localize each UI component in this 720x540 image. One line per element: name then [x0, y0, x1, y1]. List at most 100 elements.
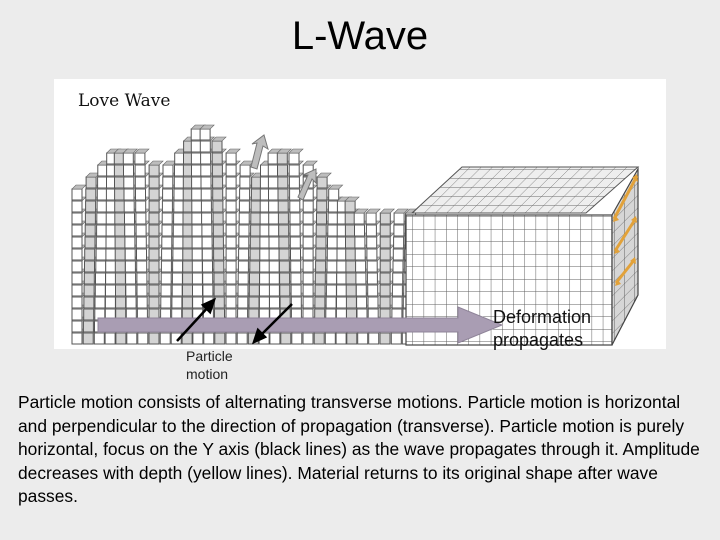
deformed-block	[290, 272, 302, 285]
deformed-block	[173, 200, 185, 213]
deformed-block	[123, 188, 135, 201]
deformed-block	[83, 308, 95, 321]
deformed-block	[162, 164, 174, 177]
deformed-block-top	[122, 148, 139, 154]
deformed-block	[136, 248, 147, 261]
deformed-block	[225, 164, 237, 177]
deformed-block	[212, 224, 224, 237]
deformed-block	[160, 284, 172, 297]
deformed-block	[212, 188, 224, 201]
deformed-block	[355, 260, 367, 273]
deformed-block	[213, 284, 225, 297]
deformed-block	[392, 272, 404, 285]
deformed-block	[182, 248, 194, 261]
deformed-block	[354, 236, 366, 249]
deformed-block	[71, 284, 83, 297]
deformed-block	[239, 164, 251, 177]
deformed-block	[288, 164, 300, 177]
deformed-block	[96, 212, 108, 225]
deformed-block	[134, 152, 146, 165]
deformed-block	[315, 260, 327, 273]
deformed-block	[346, 332, 358, 345]
deformed-block	[71, 236, 83, 249]
deformed-block	[114, 224, 126, 237]
deformed-block	[200, 164, 212, 177]
deformed-block	[327, 224, 339, 237]
deformed-block	[135, 224, 147, 237]
deformed-block	[249, 236, 261, 249]
deformed-block	[314, 272, 326, 285]
deformed-block	[379, 272, 391, 285]
deformed-block	[302, 200, 314, 213]
deformed-block	[71, 296, 83, 309]
deformed-block	[336, 260, 348, 273]
deformed-block	[161, 224, 173, 237]
deformed-block	[71, 188, 83, 201]
deformed-block	[379, 332, 391, 345]
deformed-block	[161, 212, 173, 225]
deformed-block	[289, 224, 301, 237]
deformed-block	[393, 224, 405, 237]
deformed-block	[136, 260, 148, 273]
deformed-block	[356, 296, 368, 309]
deformed-block	[95, 248, 107, 261]
deformed-block	[200, 152, 212, 165]
deformed-block	[125, 284, 137, 297]
deformed-block	[162, 188, 174, 201]
deformed-block	[379, 284, 391, 297]
deformed-block	[316, 200, 328, 213]
deformed-block	[114, 212, 126, 225]
deformed-block	[393, 236, 405, 249]
deformed-block	[392, 260, 404, 273]
deformed-block	[276, 152, 288, 165]
deformed-block	[277, 212, 289, 225]
deformed-block	[182, 272, 194, 285]
deformed-block	[268, 224, 280, 237]
deformed-block	[199, 128, 211, 141]
deformed-block	[85, 188, 97, 201]
deformed-block	[172, 224, 184, 237]
deformed-block	[191, 164, 202, 177]
deformed-block	[238, 224, 250, 237]
deformed-block	[327, 236, 338, 249]
deformed-block	[71, 272, 83, 285]
deformed-block	[326, 272, 338, 285]
deformed-block-top	[199, 124, 215, 130]
deformed-block	[325, 284, 337, 297]
deformed-block	[238, 248, 250, 261]
deformed-block	[94, 284, 106, 297]
deformed-block	[314, 284, 326, 297]
deformed-block	[259, 248, 271, 261]
deformed-block	[126, 332, 138, 345]
deformed-block	[390, 332, 402, 345]
deformed-block	[135, 212, 147, 225]
deformed-block	[148, 248, 160, 261]
deformed-block	[279, 284, 291, 297]
deformed-block	[315, 236, 327, 249]
deformed-block	[225, 332, 237, 345]
deformed-block	[136, 296, 148, 309]
deformed-block	[211, 164, 223, 177]
deformed-block	[355, 284, 367, 297]
deformed-block	[105, 236, 117, 249]
deformed-block	[267, 152, 279, 165]
deformed-block	[161, 200, 173, 213]
deformed-block	[161, 236, 173, 249]
deformed-block	[114, 236, 126, 249]
deformed-block	[327, 212, 339, 225]
deformed-block	[225, 284, 237, 297]
crest-arrows	[250, 134, 317, 201]
deformed-block	[148, 296, 160, 309]
deformed-block	[203, 332, 215, 345]
deformed-block	[85, 176, 97, 189]
deformed-block	[225, 248, 237, 261]
deformed-block	[336, 272, 348, 285]
deformed-block	[290, 296, 302, 309]
deformed-block	[191, 260, 203, 273]
deformed-block	[316, 176, 328, 189]
deformed-block	[122, 152, 134, 165]
deformed-block	[148, 188, 160, 201]
deformed-block	[213, 260, 225, 273]
deformed-block-top	[211, 136, 227, 142]
deformed-block	[160, 296, 172, 309]
